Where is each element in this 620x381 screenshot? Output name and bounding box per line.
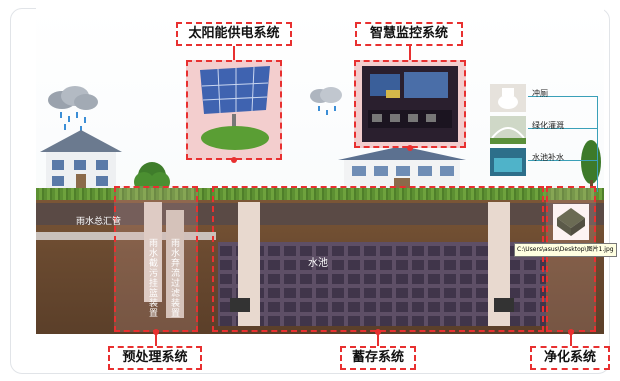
pretreatment-connector xyxy=(155,332,157,346)
monitor-system-title: 智慧监控系统 xyxy=(355,22,463,46)
use-pool-refill-label: 水池补水 xyxy=(532,153,564,162)
pool-refill-icon xyxy=(490,148,526,176)
pretreatment-region xyxy=(114,186,198,332)
pool-label: 水池 xyxy=(308,258,328,269)
purification-connector-dot xyxy=(568,329,574,335)
diversion-filter-shaft xyxy=(166,210,184,318)
use-line-2 xyxy=(528,128,598,129)
file-path-tooltip: C:\Users\asus\Desktop\图片1.jpg xyxy=(514,243,617,257)
use-line-1 xyxy=(528,96,598,97)
grass-strip xyxy=(36,188,604,202)
solar-system-title: 太阳能供电系统 xyxy=(176,22,292,46)
use-line-vertical xyxy=(597,96,598,192)
monitor-room-icon xyxy=(362,66,458,142)
monitor-connector xyxy=(409,44,411,60)
storage-connector-dot xyxy=(375,329,381,335)
solar-connector-dot xyxy=(231,157,237,163)
monitor-connector-dot xyxy=(407,145,413,151)
pretreatment-system-title: 预处理系统 xyxy=(108,346,202,370)
purification-system-title: 净化系统 xyxy=(530,346,610,370)
pretreatment-connector-dot xyxy=(153,329,159,335)
filter-basket-label: 雨水截污挂篮装置 xyxy=(147,238,157,318)
purification-connector xyxy=(570,332,572,346)
use-irrigation-label: 绿化灌溉 xyxy=(532,121,564,130)
toilet-icon xyxy=(490,84,526,112)
filter-basket-shaft xyxy=(144,202,162,302)
storage-connector xyxy=(377,332,379,346)
purification-region xyxy=(546,186,596,332)
use-flush-label: 冲厕 xyxy=(532,89,548,98)
main-pipe-label: 雨水总汇管 xyxy=(76,217,122,227)
house-left-icon xyxy=(40,130,122,194)
main-pipe xyxy=(36,232,216,240)
rain-cloud-small-icon xyxy=(310,87,342,115)
irrigation-icon xyxy=(490,116,526,144)
storage-region xyxy=(212,186,544,332)
diversion-filter-label: 雨水弃流过滤装置 xyxy=(169,238,179,318)
solar-connector xyxy=(233,44,235,60)
rain-cloud-left-icon xyxy=(48,86,98,132)
storage-system-title: 蓄存系统 xyxy=(340,346,416,370)
storage-tank-modules xyxy=(218,202,546,326)
solar-panel-icon xyxy=(200,66,270,150)
use-line-3 xyxy=(528,160,598,161)
purification-unit-icon xyxy=(553,204,589,240)
